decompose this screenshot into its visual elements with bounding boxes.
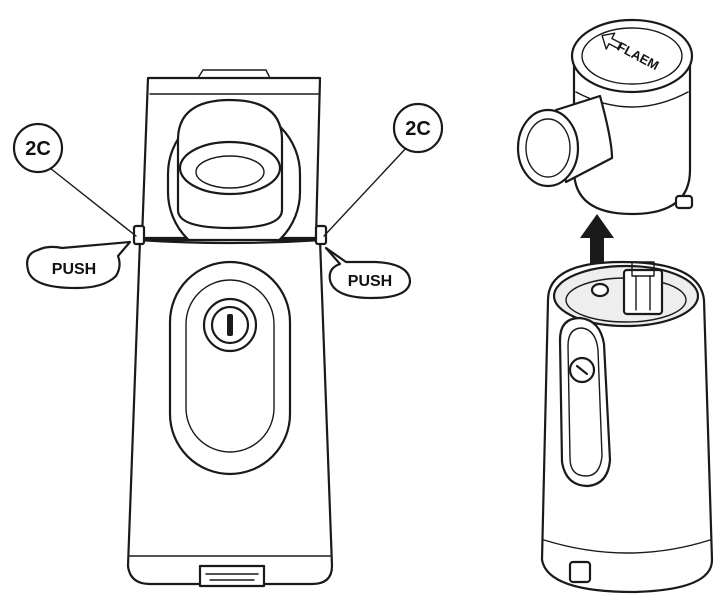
push-label-right: PUSH <box>348 273 392 290</box>
removed-cap: FLAEM <box>516 18 694 216</box>
lower-body <box>540 260 714 594</box>
leader-left <box>49 167 137 237</box>
up-arrow-icon <box>580 214 614 280</box>
push-bubble-right: PUSH <box>324 246 412 300</box>
bottom-clip <box>198 564 266 588</box>
left-device <box>126 69 334 588</box>
push-bubble-left: PUSH <box>26 240 132 290</box>
step-label-right: 2C <box>405 118 431 140</box>
front-panel <box>168 260 292 476</box>
right-latch <box>314 224 328 246</box>
leader-right <box>323 145 409 237</box>
lock-icon <box>202 297 258 353</box>
cap-mouthpiece <box>516 108 580 188</box>
mouthpiece <box>176 98 284 230</box>
step-callout-left: 2C <box>12 122 64 174</box>
lock-icon-small <box>568 356 596 384</box>
step-callout-right: 2C <box>392 102 444 154</box>
push-label-left: PUSH <box>52 261 96 278</box>
step-label-left: 2C <box>25 138 51 160</box>
